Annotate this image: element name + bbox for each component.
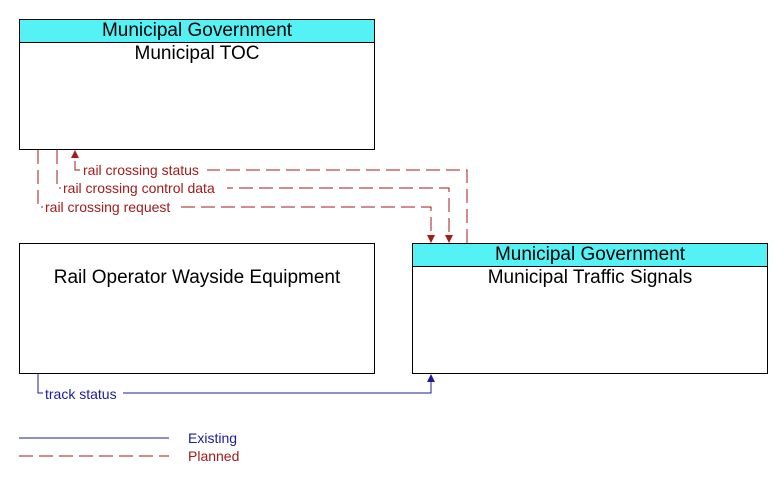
signals-title: Municipal Traffic Signals [487, 267, 693, 288]
municipal-toc-box[interactable]: Municipal Government Municipal TOC [19, 19, 375, 150]
arrow-down-icon [445, 235, 453, 243]
flow-label: track status [45, 386, 117, 402]
municipal-traffic-signals-box[interactable]: Municipal Government Municipal Traffic S… [412, 243, 768, 374]
flow-track-status[interactable]: track status [37, 374, 435, 402]
flow-label: rail crossing control data [63, 180, 215, 196]
flow-label: rail crossing status [83, 162, 199, 178]
arrow-up-icon [71, 150, 79, 158]
signals-group-header: Municipal Government [413, 244, 767, 267]
flow-rail-crossing-request[interactable]: rail crossing request [37, 150, 435, 243]
flow-rail-crossing-control-data[interactable]: rail crossing control data [56, 150, 453, 243]
legend-planned-label: Planned [188, 448, 239, 464]
rail-operator-wayside-box[interactable]: Rail Operator Wayside Equipment [19, 243, 375, 374]
flow-label: rail crossing request [45, 199, 170, 215]
toc-title: Municipal TOC [134, 43, 260, 64]
toc-group-header: Municipal Government [20, 20, 374, 43]
legend: Existing Planned [19, 430, 239, 464]
wayside-title: Rail Operator Wayside Equipment [53, 267, 341, 288]
arrow-down-icon [427, 235, 435, 243]
flow-rail-crossing-status[interactable]: rail crossing status [71, 150, 468, 243]
arrow-up-icon [427, 374, 435, 382]
legend-existing-label: Existing [188, 430, 237, 446]
